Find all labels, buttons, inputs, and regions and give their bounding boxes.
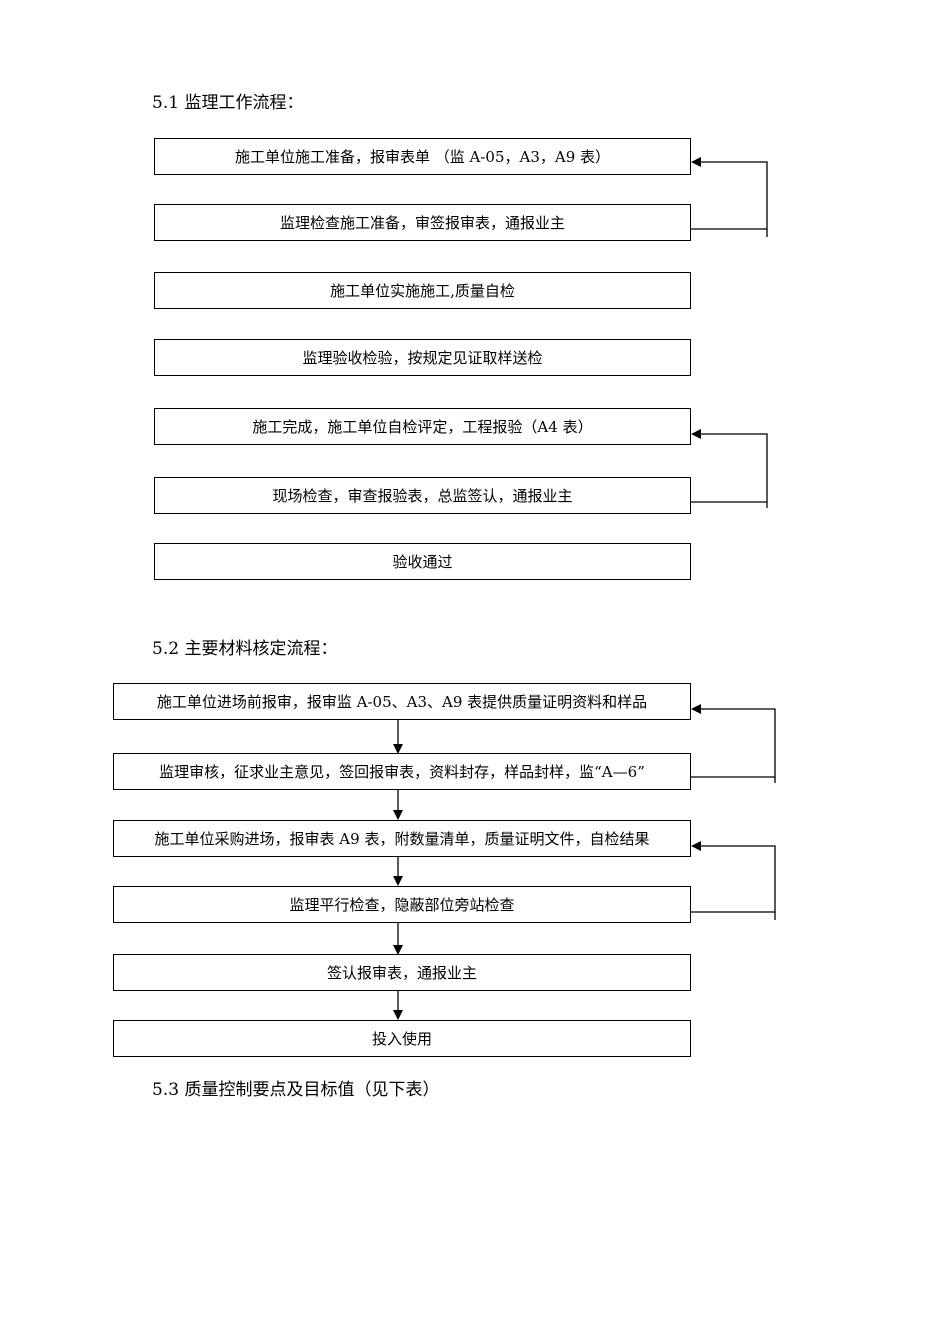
feedback-arrowhead-2	[691, 429, 701, 439]
flow-step-label: 施工单位进场前报审，报审监 A-05、A3、A9 表提供质量证明资料和样品	[156, 693, 648, 711]
feedback-arrowhead-1	[691, 157, 701, 167]
flow-step-label: 监理验收检验，按规定见证取样送检	[302, 349, 543, 367]
flow-step-label: 现场检查，审查报验表，总监签认，通报业主	[272, 487, 573, 505]
flow-step-box: 监理检查施工准备，审签报审表，通报业主	[154, 204, 691, 241]
flow-step-box: 施工单位实施施工,质量自检	[154, 272, 691, 309]
flow-step-box: 施工单位进场前报审，报审监 A-05、A3、A9 表提供质量证明资料和样品	[113, 683, 691, 720]
flow-step-label: 验收通过	[392, 553, 453, 571]
flow-step-label: 监理审核，征求业主意见，签回报审表，资料封存，样品封样，监“A—6”	[159, 763, 645, 781]
down-arrowhead-4	[393, 945, 403, 955]
feedback-line-2	[691, 433, 768, 503]
flow-step-box: 施工单位采购进场，报审表 A9 表，附数量清单，质量证明文件，自检结果	[113, 820, 691, 857]
flow-step-label: 施工单位施工准备，报审表单 （监 A-05，A3，A9 表）	[234, 148, 611, 166]
flow-step-box: 签认报审表，通报业主	[113, 954, 691, 991]
feedback-line-4	[691, 845, 776, 913]
down-arrowhead-1	[393, 744, 403, 754]
flow-step-label: 施工单位采购进场，报审表 A9 表，附数量清单，质量证明文件，自检结果	[154, 830, 650, 848]
flow-step-label: 施工完成，施工单位自检评定，工程报验（A4 表）	[252, 418, 593, 436]
flow-step-box: 施工完成，施工单位自检评定，工程报验（A4 表）	[154, 408, 691, 445]
feedback-line-3	[691, 708, 776, 778]
flow-step-box: 验收通过	[154, 543, 691, 580]
section-1-heading: 5.1 监理工作流程：	[152, 93, 304, 113]
flow-step-box: 监理验收检验，按规定见证取样送检	[154, 339, 691, 376]
section-3-heading: 5.3 质量控制要点及目标值（见下表）	[152, 1080, 440, 1100]
feedback-line-1	[691, 161, 768, 230]
down-arrowhead-5	[393, 1010, 403, 1020]
flow-step-box: 现场检查，审查报验表，总监签认，通报业主	[154, 477, 691, 514]
flow-step-box: 监理平行检查，隐蔽部位旁站检查	[113, 886, 691, 923]
feedback-arrowhead-3	[691, 704, 701, 714]
flow-step-label: 施工单位实施施工,质量自检	[330, 282, 515, 300]
flow-step-label: 签认报审表，通报业主	[326, 964, 477, 982]
down-arrowhead-3	[393, 876, 403, 886]
section-2-heading: 5.2 主要材料核定流程：	[152, 639, 338, 659]
flow-step-box: 投入使用	[113, 1020, 691, 1057]
flow-step-label: 监理平行检查，隐蔽部位旁站检查	[289, 896, 515, 914]
flow-step-label: 投入使用	[371, 1030, 432, 1048]
flow-step-label: 监理检查施工准备，审签报审表，通报业主	[279, 214, 565, 232]
flow-step-box: 监理审核，征求业主意见，签回报审表，资料封存，样品封样，监“A—6”	[113, 753, 691, 790]
flow-step-box: 施工单位施工准备，报审表单 （监 A-05，A3，A9 表）	[154, 138, 691, 175]
down-arrowhead-2	[393, 810, 403, 820]
feedback-arrowhead-4	[691, 841, 701, 851]
